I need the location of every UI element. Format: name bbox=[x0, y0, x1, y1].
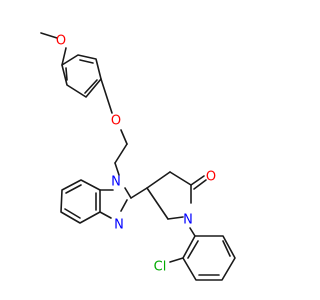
n1-label: N bbox=[111, 175, 121, 190]
methoxy-oxygen-label: O bbox=[56, 34, 66, 49]
carbonyl-oxygen-label: O bbox=[206, 170, 216, 185]
double-bonds bbox=[64, 59, 231, 276]
lactam-nitrogen-label: N bbox=[183, 213, 193, 228]
atom-ether-oxygen: O bbox=[111, 114, 121, 129]
n3-label: N bbox=[114, 218, 124, 233]
ether-oxygen-label: O bbox=[111, 114, 121, 129]
atom-n3: N bbox=[114, 218, 124, 233]
chlorine-label: Cl bbox=[154, 260, 167, 275]
atom-lactam-nitrogen: N bbox=[183, 213, 193, 228]
atom-methoxy-oxygen: O bbox=[56, 34, 66, 49]
bond-skeleton bbox=[40, 32, 236, 281]
molecule-structure: O O N N N O Cl bbox=[40, 32, 236, 281]
atom-carbonyl-oxygen: O bbox=[206, 170, 216, 185]
atom-chlorine: Cl bbox=[154, 260, 167, 275]
atom-n1: N bbox=[111, 175, 121, 190]
